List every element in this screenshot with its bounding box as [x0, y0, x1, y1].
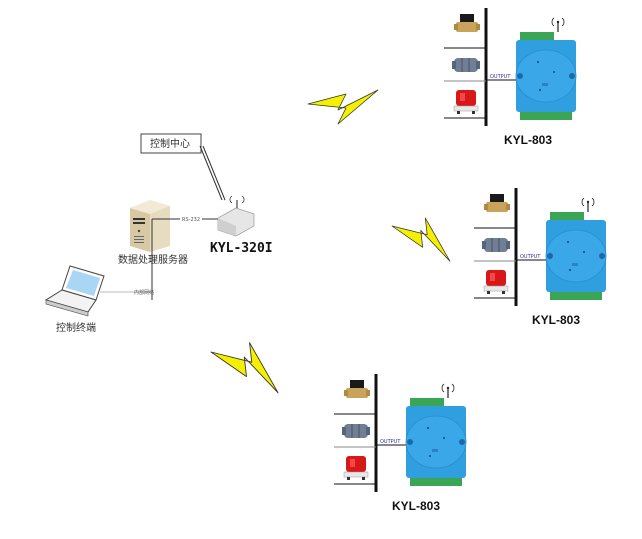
- kyl803-module-icon: [405, 383, 467, 487]
- output-label: OUTPUT: [490, 74, 511, 80]
- server-icon: [130, 200, 170, 252]
- rs232-label: RS-232: [182, 217, 200, 223]
- terminal-label: 控制终端: [56, 321, 96, 334]
- node-kyl803: OUTPUT KYL-803: [444, 8, 577, 147]
- node-label: KYL-803: [504, 133, 552, 147]
- node-label: KYL-803: [532, 313, 580, 327]
- lan-label: 内部网络: [134, 289, 154, 296]
- laptop-icon: [44, 265, 105, 317]
- control-link-line: [202, 145, 226, 201]
- node-kyl803: OUTPUT KYL-803: [334, 374, 467, 513]
- alarm-lamp-icon: [483, 269, 509, 295]
- alarm-lamp-icon: [453, 89, 479, 115]
- solenoid-valve-icon: [484, 194, 510, 212]
- output-label: OUTPUT: [380, 439, 401, 445]
- wireless-bolt-icon: [205, 330, 292, 394]
- node-kyl803: OUTPUT KYL-803: [474, 188, 607, 327]
- solenoid-valve-icon: [344, 380, 370, 398]
- kyl803-module-icon: [515, 17, 577, 121]
- solenoid-valve-icon: [454, 14, 480, 32]
- gateway-label: KYL-320I: [210, 241, 273, 256]
- control-link-line: [199, 145, 223, 201]
- wireless-bolt-icon: [387, 207, 462, 262]
- gateway-icon: [217, 195, 255, 237]
- control-center-label: 控制中心: [150, 137, 190, 150]
- output-label: OUTPUT: [520, 254, 541, 260]
- wireless-bolt-icon: [307, 89, 379, 125]
- server-label: 数据处理服务器: [118, 253, 188, 266]
- alarm-lamp-icon: [343, 455, 369, 481]
- motor-valve-icon: [341, 423, 371, 439]
- node-label: KYL-803: [392, 499, 440, 513]
- motor-valve-icon: [451, 57, 481, 73]
- motor-valve-icon: [481, 237, 511, 253]
- kyl803-module-icon: [545, 197, 607, 301]
- control-center: 控制中心: [140, 133, 202, 154]
